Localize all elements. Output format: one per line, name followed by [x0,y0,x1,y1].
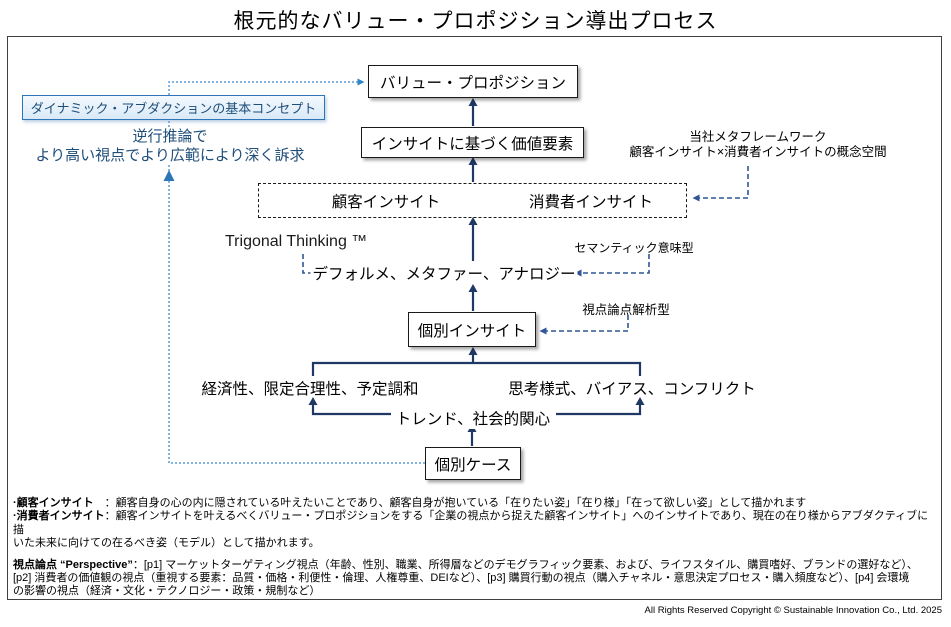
description-block: ·顧客インサイト ：顧客自身の心の内に隠されている叶えたいことであり、顧客自身が… [13,497,937,599]
description-text: [p2] 消費者の価値観の視点（重視する要素：品質・価格・利便性・倫理、人権尊重… [13,572,910,585]
label-consumer-insight: 消費者インサイト [528,193,654,211]
description-line: ·消費者インサイト：顧客インサイトを叶えるべくバリュー・プロポジションをする「企… [13,510,937,537]
perspective-analysis-label: 視点論点解析型 [582,303,670,317]
reverse-inference-line2: より高い視点でより広範により深く訴求 [35,147,305,164]
perspective-definitions: 視点論点 “Perspective”：[p1] マーケットターゲティング視点（年… [13,559,937,599]
node-insight-value: インサイトに基づく価値要素 [361,127,584,158]
label-customer-insight: 顧客インサイト [331,193,441,211]
meta-framework-note: 当社メタフレームワーク 顧客インサイト×消費者インサイトの概念空間 [629,130,886,159]
semantic-type-label: セマンティック意味型 [574,241,694,255]
description-line: いた未来に向けての在るべき姿（モデル）として描かれます。 [13,537,937,550]
page-title: 根元的なバリュー・プロポジション導出プロセス [233,10,718,33]
reverse-inference-line1: 逆行推論で [132,128,208,145]
description-text: いた未来に向けての在るべき姿（モデル）として描かれます。 [13,537,320,550]
meta-framework-line2: 顧客インサイト×消費者インサイトの概念空間 [629,144,887,159]
description-line: ·顧客インサイト ：顧客自身の心の内に隠されている叶えたいことであり、顧客自身が… [13,497,937,510]
meta-framework-line1: 当社メタフレームワーク [689,130,827,144]
node-individual-insight: 個別インサイト [408,312,536,347]
description-line: [p2] 消費者の価値観の視点（重視する要素：品質・価格・利便性・倫理、人権尊重… [13,572,937,585]
node-deforme-metaphor-analogy: デフォルメ、メタファー、アナロジー [310,262,578,284]
description-term: ·顧客インサイト [13,497,94,509]
insight-definitions: ·顧客インサイト ：顧客自身の心の内に隠されている叶えたいことであり、顧客自身が… [13,497,937,551]
node-individual-case: 個別ケース [425,447,521,480]
node-insight-concept-space: 顧客インサイト 消費者インサイト [258,183,687,218]
diagram-frame [7,36,942,600]
description-text: ：顧客自身の心の内に隠されている叶えたいことであり、顧客自身が抱いている「在りた… [93,497,807,509]
dynamic-abduction-concept-box: ダイナミック・アブダクションの基本コンセプト [22,95,325,120]
node-thinking-bias-conflict: 思考様式、バイアス、コンフリクト [508,381,756,398]
node-economy-rationality: 経済性、限定合理性、予定調和 [201,381,419,398]
description-text: ：顧客インサイトを叶えるべくバリュー・プロポジションをする「企業の視点から捉えた… [13,510,929,536]
description-text: の影響の視点（経済・文化・テクノロジー・政策・規制など） [13,585,321,598]
node-trend-social-interest: トレンド、社会的関心 [393,407,553,429]
description-line: 視点論点 “Perspective”：[p1] マーケットターゲティング視点（年… [13,559,937,572]
description-term: 視点論点 “Perspective” [13,558,133,571]
copyright-notice: All Rights Reserved Copyright © Sustaina… [644,605,942,616]
node-value-proposition: バリュー・プロポジション [368,65,578,98]
reverse-inference-note: 逆行推論で より高い視点でより広範により深く訴求 [31,127,309,165]
description-text: ：[p1] マーケットターゲティング視点（年齢、性別、職業、所得層などのデモグラ… [132,558,918,571]
trigonal-thinking-label: Trigonal Thinking ™ [225,233,368,250]
description-term: ·消費者インサイト [13,510,105,523]
description-line: の影響の視点（経済・文化・テクノロジー・政策・規制など） [13,585,937,598]
